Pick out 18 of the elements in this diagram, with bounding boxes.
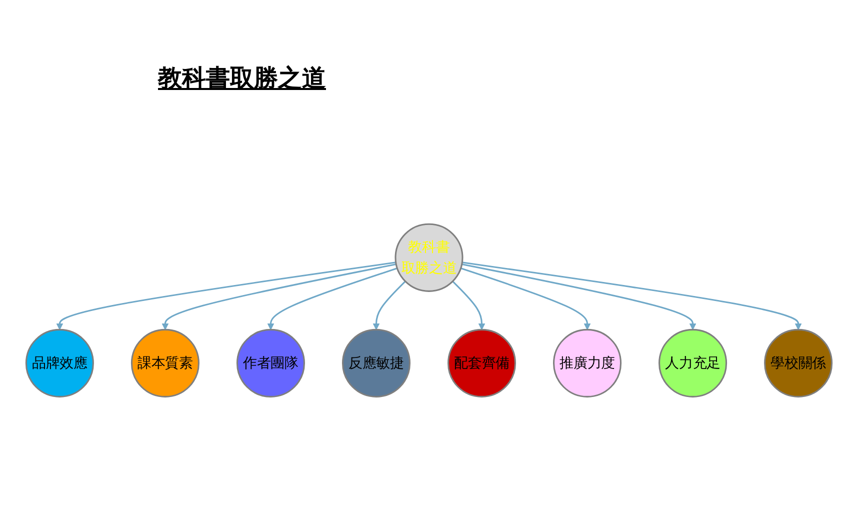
arrow bbox=[372, 280, 406, 330]
arrow bbox=[460, 267, 591, 330]
arrow bbox=[462, 263, 696, 330]
arrow bbox=[162, 263, 396, 330]
node-circle: 學校關係 bbox=[764, 328, 833, 398]
node-circle: 推廣力度 bbox=[553, 328, 622, 398]
node-circle: 教科書 取勝之道 bbox=[394, 222, 464, 292]
arrow bbox=[462, 261, 802, 330]
arrow bbox=[452, 280, 486, 330]
node-circle: 課本質素 bbox=[130, 328, 200, 398]
node-circle: 配套齊備 bbox=[447, 328, 516, 398]
arrow bbox=[267, 267, 398, 330]
node-circle: 人力充足 bbox=[658, 328, 728, 398]
node-circle: 作者團隊 bbox=[236, 328, 305, 398]
arrow bbox=[56, 261, 396, 330]
node-circle: 品牌效應 bbox=[25, 328, 94, 398]
title: 教科書取勝之道 bbox=[158, 63, 326, 94]
node-circle: 反應敏捷 bbox=[342, 328, 411, 398]
